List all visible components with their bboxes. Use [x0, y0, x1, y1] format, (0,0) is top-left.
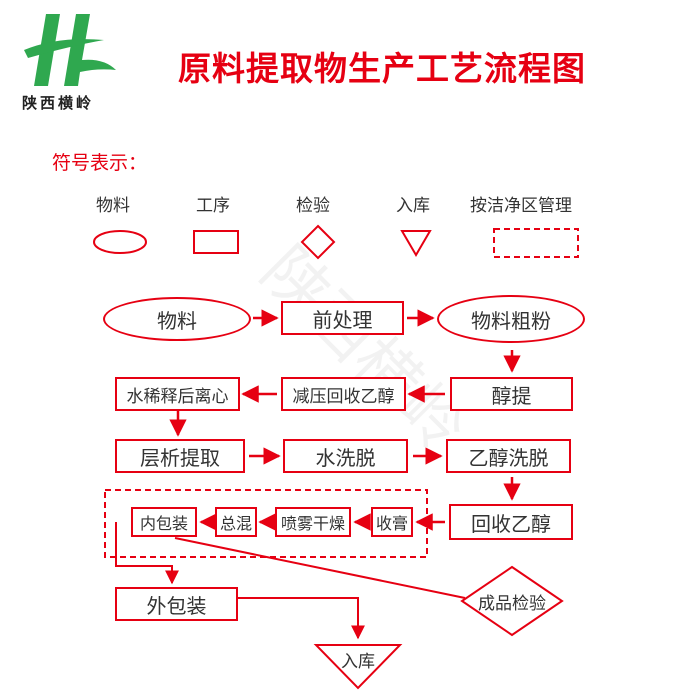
material-node: 物料 — [103, 297, 251, 341]
dilute-centrifuge-node: 水稀释后离心 — [115, 377, 240, 411]
legend-rectangle-symbol — [193, 230, 239, 254]
line-product-test-to-inner-pack — [174, 537, 466, 599]
outer-pack-node: 外包装 — [115, 587, 238, 621]
logo-text: 陕西横岭 — [22, 94, 95, 112]
warehouse-triangle — [313, 644, 403, 690]
legend-dashed-rectangle-symbol — [493, 228, 579, 258]
recover-ethanol-node: 回收乙醇 — [449, 504, 573, 540]
product-test-diamond — [460, 565, 564, 637]
warehouse-label: 入库 — [341, 651, 375, 672]
company-logo — [24, 14, 116, 86]
legend-label-warehouse: 入库 — [396, 196, 430, 216]
coarse-powder-node: 物料粗粉 — [437, 295, 585, 343]
legend-label-inspection: 检验 — [296, 196, 330, 216]
inner-pack-node: 内包装 — [131, 507, 197, 537]
arrow-outer-pack-to-warehouse — [238, 597, 365, 640]
logo-right-stroke — [64, 14, 116, 86]
clean-area-boundary — [104, 489, 428, 558]
concentrate-node: 收膏 — [371, 507, 413, 537]
alcohol-extract-node: 醇提 — [450, 377, 573, 411]
legend-triangle-symbol — [400, 230, 432, 257]
blend-node: 总混 — [215, 507, 257, 537]
water-wash-node: 水洗脱 — [283, 439, 408, 473]
chromatography-node: 层析提取 — [115, 439, 245, 473]
vacuum-recover-ethanol-node: 减压回收乙醇 — [281, 377, 406, 411]
product-test-label: 成品检验 — [478, 593, 546, 614]
pretreatment-node: 前处理 — [281, 301, 404, 335]
legend-label-process: 工序 — [196, 196, 230, 216]
ethanol-elution-node: 乙醇洗脱 — [446, 439, 571, 473]
legend-oval-symbol — [93, 230, 147, 254]
spray-dry-node: 喷雾干燥 — [275, 507, 351, 537]
legend-title: 符号表示： — [52, 152, 148, 174]
arrow-inner-pack-to-outer-pack — [115, 522, 179, 585]
legend-label-clean-area: 按洁净区管理 — [470, 196, 572, 216]
logo-crossbar — [24, 39, 104, 58]
legend-diamond-symbol — [300, 224, 336, 260]
legend-label-material: 物料 — [96, 196, 130, 216]
page-title: 原料提取物生产工艺流程图 — [178, 49, 586, 88]
